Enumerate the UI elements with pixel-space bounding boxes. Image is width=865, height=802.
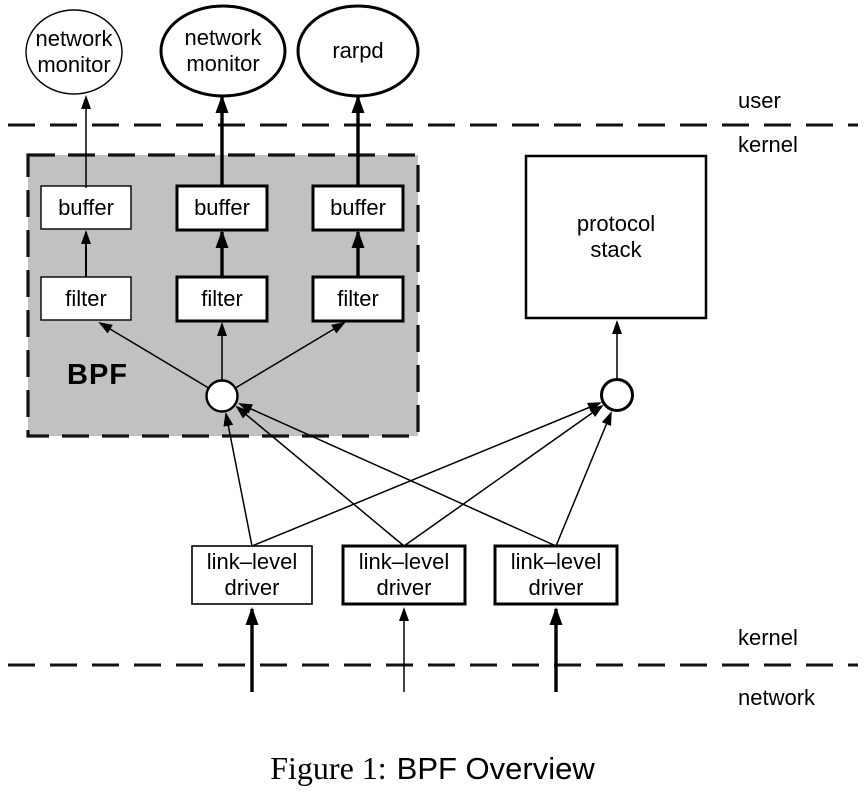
network-monitor-ellipse-1 xyxy=(25,9,123,95)
bpf-tap-node xyxy=(205,379,239,413)
arrow-driver1-to-stack-tap xyxy=(251,402,602,547)
filter-box-1 xyxy=(40,276,132,321)
arrow-driver3-to-stack-tap xyxy=(555,411,612,547)
link-level-driver-box-1 xyxy=(191,545,313,605)
arrow-driver2-to-stack-tap xyxy=(403,404,604,547)
arrow-tap-to-filter3 xyxy=(221,321,346,397)
protocol-tap-node xyxy=(600,378,634,412)
filter-box-3 xyxy=(311,275,405,323)
network-monitor-ellipse-2 xyxy=(159,4,287,98)
arrow-driver2-to-bpf-tap xyxy=(235,405,405,547)
arrow-driver1-to-bpf-tap xyxy=(223,412,253,547)
arrow-tap-to-filter1 xyxy=(98,321,223,397)
buffer-box-2 xyxy=(175,184,269,232)
buffer-box-1 xyxy=(40,185,132,230)
buffer-box-3 xyxy=(311,184,405,232)
link-level-driver-box-2 xyxy=(341,544,467,606)
arrow-driver3-to-bpf-tap xyxy=(238,403,557,547)
link-level-driver-box-3 xyxy=(493,544,619,606)
filter-box-2 xyxy=(175,275,269,323)
protocol-stack-box xyxy=(524,154,708,320)
rarpd-ellipse xyxy=(296,4,420,98)
